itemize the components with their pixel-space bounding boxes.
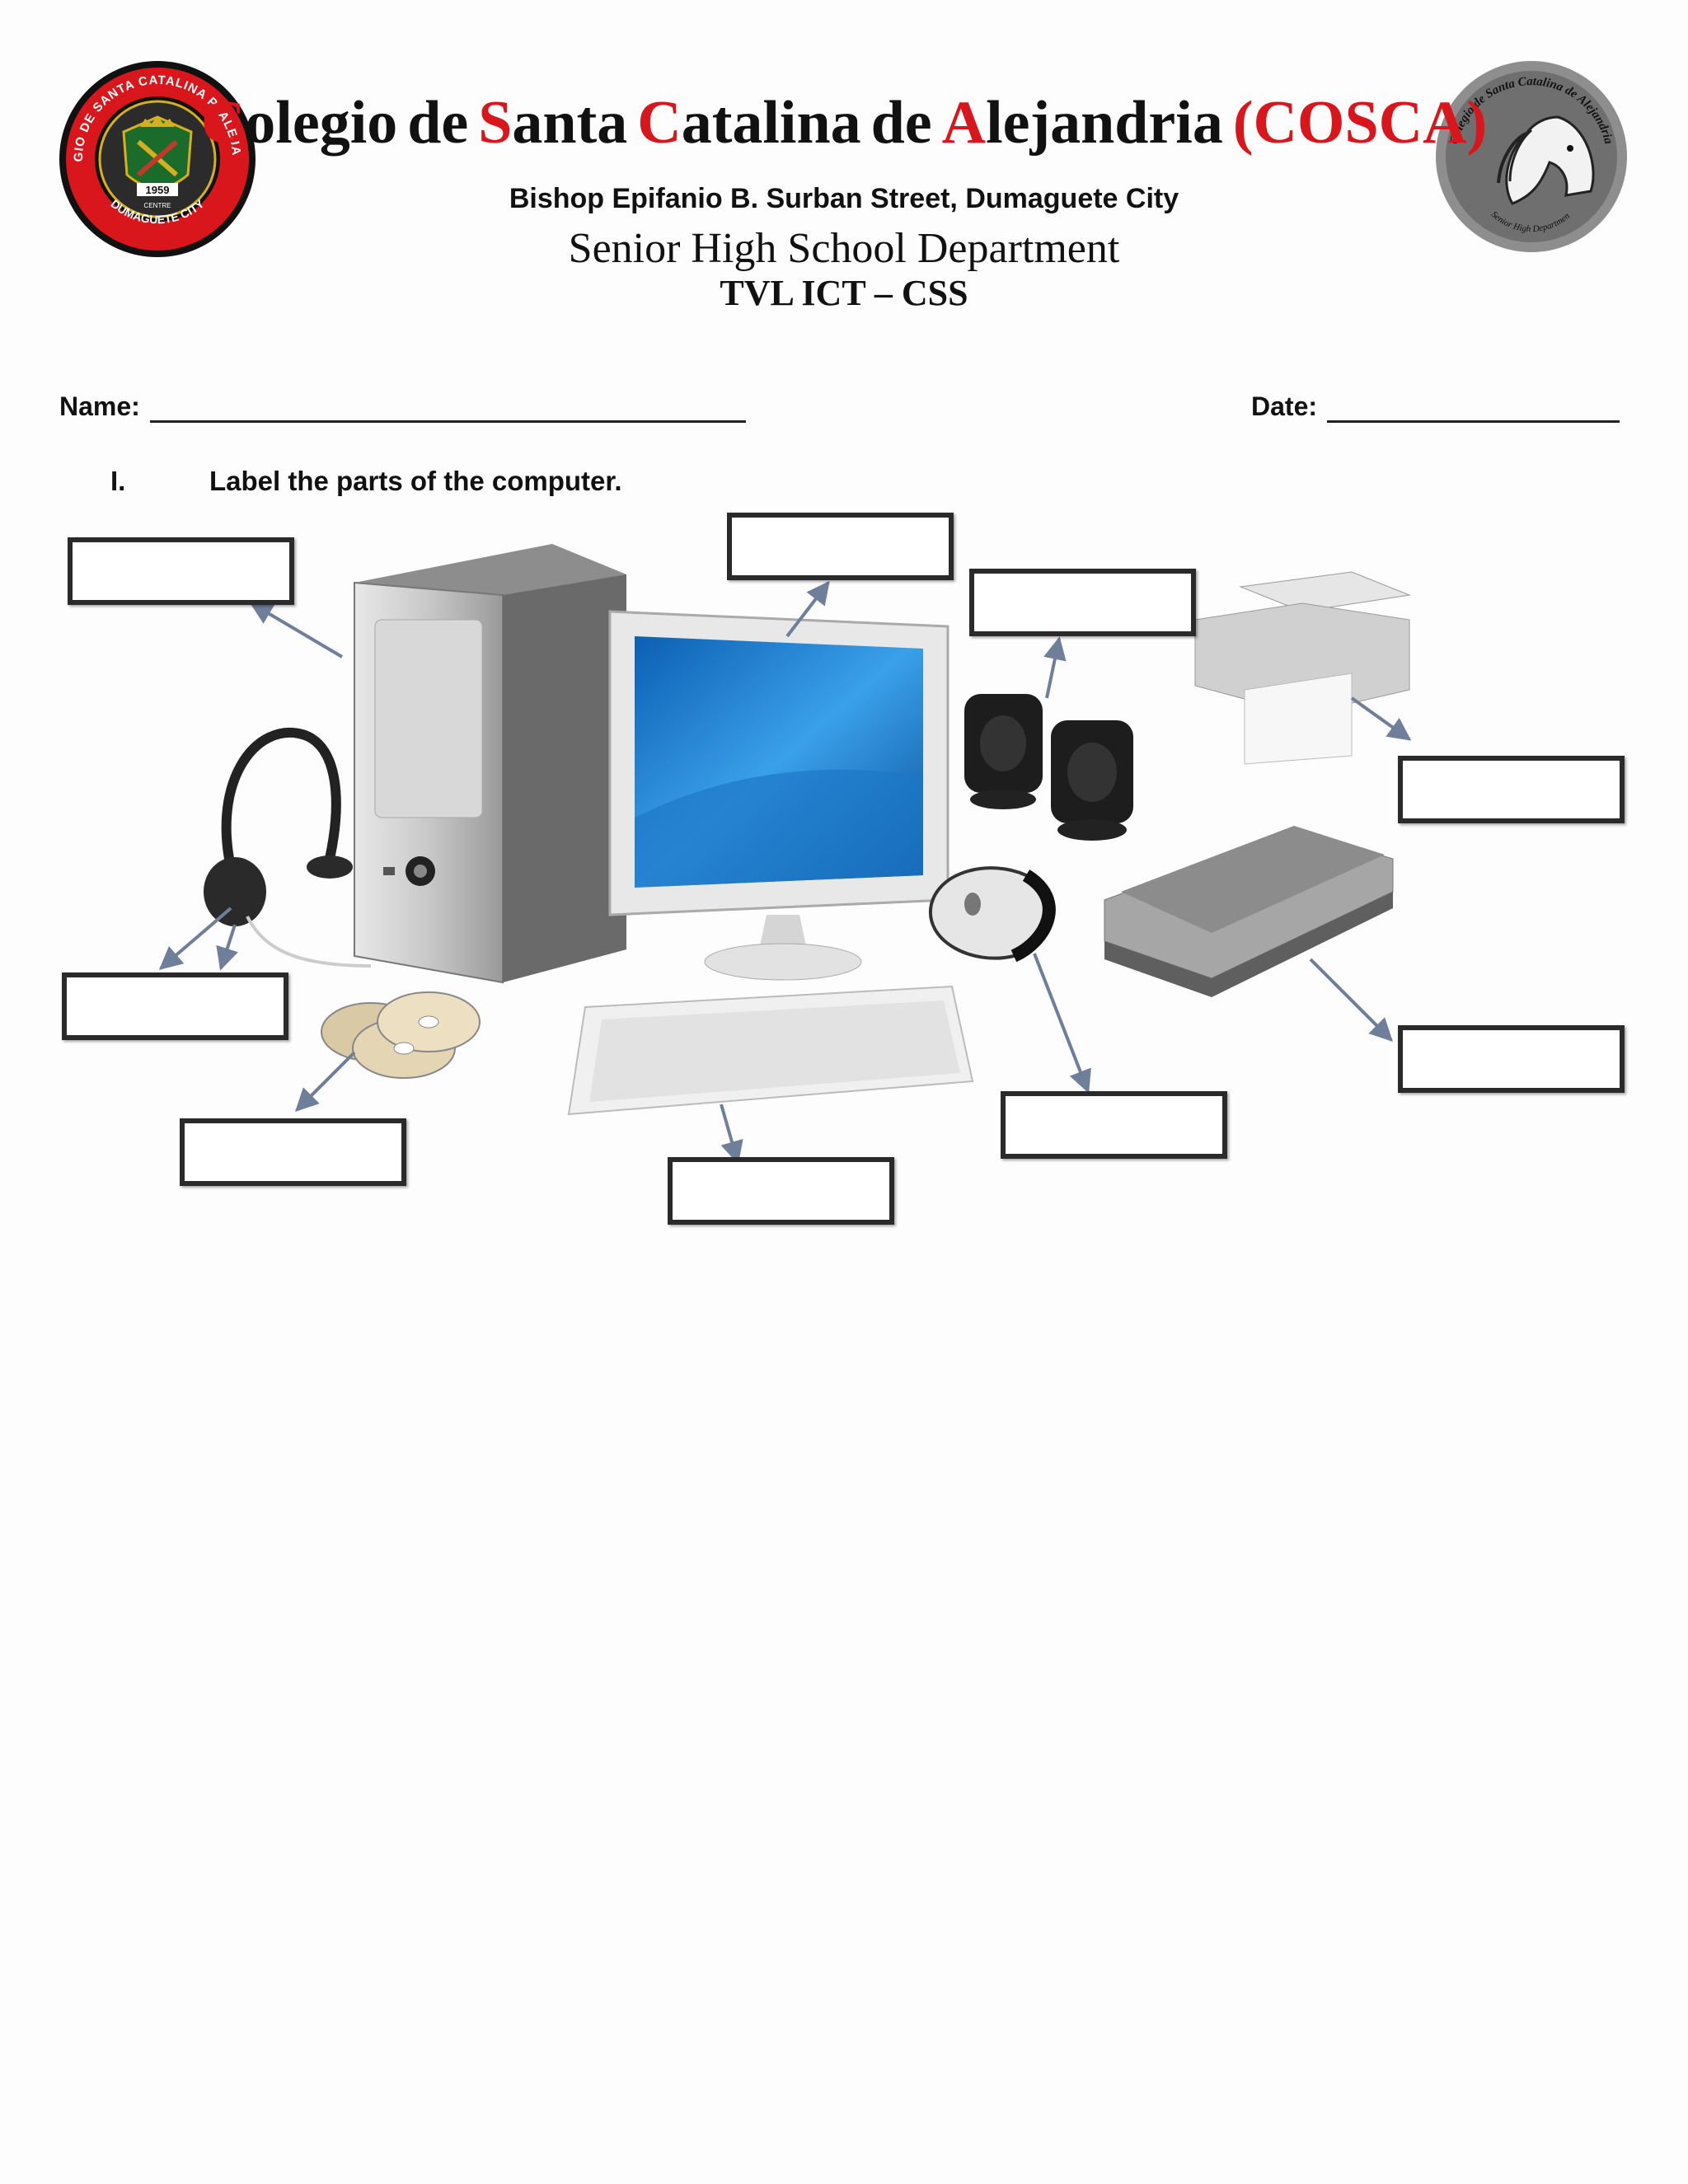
senior-high-seal-logo: Colegio de Santa Catalina de Alejandria … [1434,59,1627,252]
scanner-illustration [1104,826,1394,997]
answer-box-system-unit[interactable] [68,537,294,605]
answer-box-keyboard[interactable] [668,1157,894,1225]
answer-box-mouse[interactable] [1001,1091,1227,1159]
school-name-initial: C [200,89,246,157]
seal-small-text: CENTRE [144,202,171,209]
arrow-headset [158,907,232,970]
school-name-rest: olegio [245,89,398,157]
school-acronym: (COSCA) [1232,89,1488,157]
school-name-word: Alejandria [942,89,1223,157]
school-name-word: Colegio [201,89,397,157]
answer-box-speakers[interactable] [969,569,1196,636]
speakers-illustration [964,694,1133,841]
school-address: Bishop Epifanio B. Surban Street, Dumagu… [509,183,1179,214]
answer-box-scanner[interactable] [1398,1025,1625,1093]
strand-title: TVL ICT – CSS [720,273,968,313]
school-name-word: de [871,89,932,157]
arrow-scanner [1309,958,1393,1042]
school-name-rest: lejandria [986,89,1223,157]
computer-parts-diagram [58,504,1640,1230]
cd-disks-illustration [321,991,481,1079]
arrow-monitor [785,580,830,638]
headset-illustration [204,728,372,968]
monitor-illustration [608,610,950,981]
item-number: I. [110,466,126,496]
instruction-text: Label the parts of the computer. [209,466,622,496]
system-unit-illustration [354,544,626,984]
school-name-initial: C [637,89,682,157]
school-name-word: de [407,89,468,157]
arrow-system-unit [249,602,344,658]
date-label: Date: [1251,391,1318,421]
school-name-rest: de [870,89,932,157]
seal-year: 1959 [146,184,170,196]
school-name-rest: atalina [681,89,861,157]
school-name-rest: anta [512,89,628,157]
school-name-initial: S [478,89,513,157]
answer-box-cd-disks[interactable] [180,1118,406,1186]
arrow-keyboard [720,1104,743,1165]
keyboard-illustration [567,985,974,1116]
answer-box-headset[interactable] [62,972,288,1040]
arrow-headset-2 [216,924,239,971]
arrow-cd-disks [295,1051,356,1112]
name-label: Name: [59,391,140,421]
answer-box-printer[interactable] [1398,756,1625,823]
arrow-mouse [1033,953,1091,1094]
name-field[interactable] [150,420,746,423]
mouse-illustration [928,866,1056,963]
arrow-speakers [1043,636,1067,699]
arrow-printer [1350,696,1412,741]
school-name-rest: de [407,89,469,157]
printer-illustration [1194,571,1411,765]
school-seal-logo: COLEGIO DE SANTA CATALINA P' ALEJANDRIA … [58,59,256,257]
school-name-word: Santa [478,89,627,157]
answer-box-monitor[interactable] [727,513,954,580]
diagram-illustrations [158,544,1412,1165]
school-name-initial: A [941,89,987,157]
pointer-arrows [158,580,1412,1165]
department-name: Senior High School Department [568,225,1120,272]
school-name-word: Catalina [637,89,860,157]
date-field[interactable] [1327,420,1620,423]
